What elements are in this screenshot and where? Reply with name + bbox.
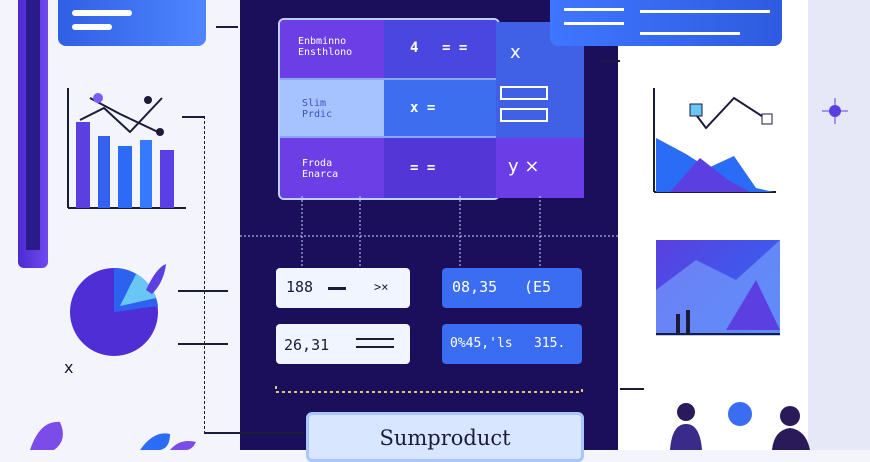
card-line	[640, 10, 770, 13]
pie-leaf	[146, 264, 166, 294]
bar	[160, 150, 174, 208]
person-body	[772, 428, 810, 450]
right-area-chart	[653, 88, 776, 193]
value-box: 0%45,'ls 315.	[442, 324, 582, 364]
dotted-line	[240, 196, 618, 266]
chat-bubble-icon	[728, 402, 752, 426]
x-mark: x	[64, 358, 74, 377]
people-illustration	[670, 402, 810, 450]
top-right-card	[550, 0, 782, 46]
grid-cell-label: Slim Prdic	[280, 80, 384, 138]
grid-cell-op: x =	[384, 80, 496, 138]
connector-line	[204, 116, 207, 434]
person-head	[780, 406, 800, 426]
area-point	[689, 103, 703, 117]
connector-arrow	[178, 290, 228, 292]
chart-point	[93, 93, 103, 103]
card-line	[72, 10, 132, 16]
connector-arrow	[182, 116, 204, 118]
chart-point	[144, 96, 152, 104]
dotted-connectors	[240, 196, 618, 393]
bar	[118, 146, 132, 208]
bar	[76, 122, 90, 208]
connector-arrow	[178, 343, 228, 345]
connector-arrow	[600, 60, 620, 62]
card-line	[72, 24, 112, 30]
person-head	[677, 403, 695, 421]
grid-cell-op: = =	[384, 138, 496, 198]
bar	[98, 136, 110, 208]
leaves-decoration	[30, 421, 196, 450]
card-line	[640, 32, 740, 35]
right-image-shapes	[656, 240, 780, 336]
x-glyph: x	[510, 42, 521, 63]
grid-cell-op: 4 = =	[384, 20, 496, 80]
pie-slice	[120, 274, 156, 306]
leaf	[170, 441, 196, 450]
xy-glyph: y ×	[508, 156, 540, 177]
bar-glyph	[500, 108, 548, 122]
sumproduct-label: Sumproduct	[379, 426, 511, 450]
connector-arrow	[204, 432, 304, 434]
right-side-strip	[808, 0, 870, 450]
image-bar	[676, 314, 680, 334]
grid-cell-label: Froda Enarca	[280, 138, 384, 198]
image-bar	[686, 310, 690, 334]
leaf	[30, 421, 63, 450]
sumproduct-button[interactable]: Sumproduct	[306, 412, 584, 462]
formula-grid: Enbminno Ensthlono 4 = = Slim Prdic x = …	[278, 18, 500, 200]
left-sidebar-inner	[26, 0, 40, 250]
bar-chart-line	[89, 97, 159, 133]
image-shape	[726, 280, 780, 330]
bar-glyph	[500, 86, 548, 100]
card-line	[564, 22, 624, 25]
dotted-line	[275, 386, 583, 393]
value-box: 26,31	[276, 324, 410, 364]
top-left-card	[58, 0, 206, 46]
bar-chart-line	[79, 97, 163, 134]
area-line	[693, 96, 769, 130]
grid-cell-label: Enbminno Ensthlono	[280, 20, 384, 80]
left-bar-chart	[67, 88, 186, 209]
leaf	[140, 433, 170, 450]
sparkle-icon	[822, 98, 848, 124]
bar	[140, 140, 152, 208]
value-box: 08,35 (E5	[442, 268, 582, 308]
chart-point	[156, 128, 164, 136]
right-document	[618, 0, 808, 450]
grid-right-cell: y ×	[496, 138, 584, 198]
person-body	[670, 424, 702, 450]
area-shape	[670, 158, 750, 192]
connector-arrow	[620, 388, 644, 390]
area-point	[761, 113, 773, 125]
value-box: 188 >×	[276, 268, 410, 308]
connector-arrow	[216, 26, 238, 28]
card-line	[564, 8, 624, 11]
pie-chart	[70, 264, 166, 356]
